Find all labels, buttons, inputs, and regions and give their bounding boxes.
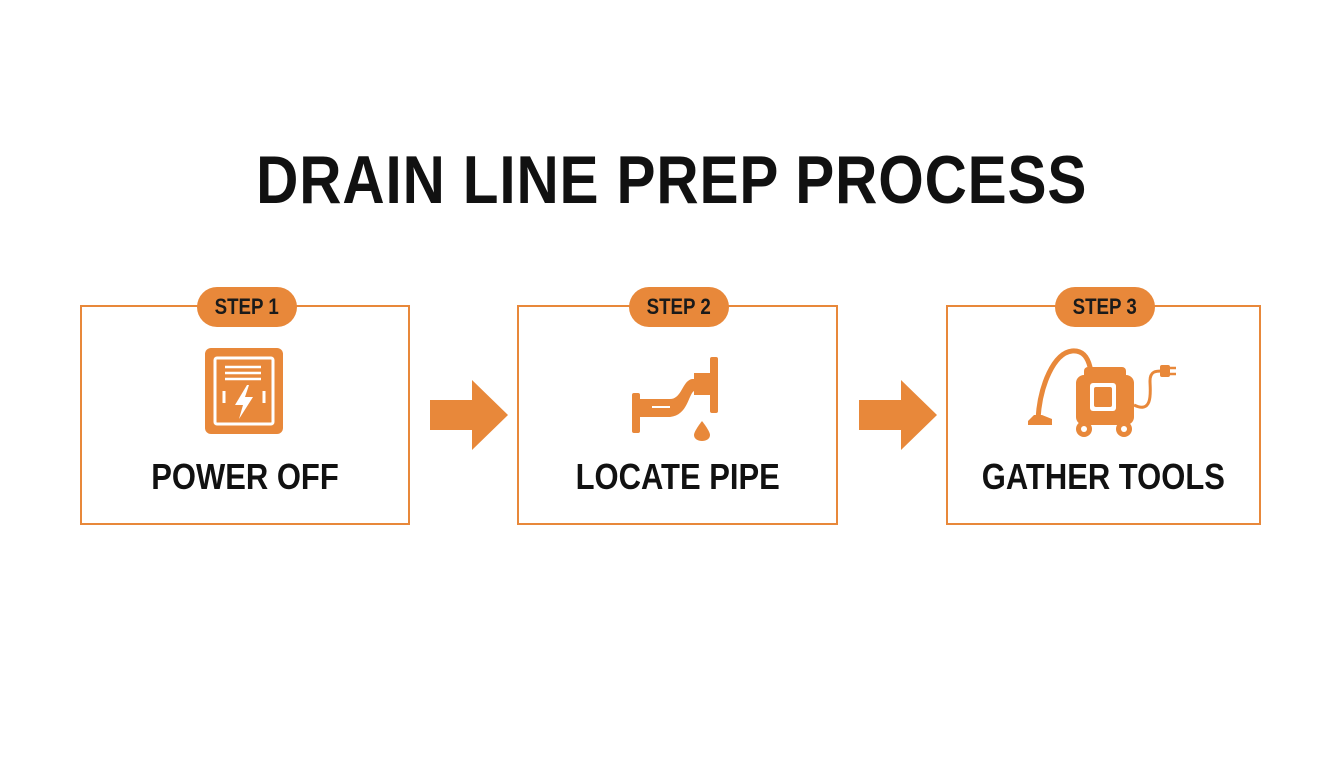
page-title: DRAIN LINE PREP PROCESS: [256, 142, 1088, 218]
step-3-badge-text: STEP 3: [1072, 294, 1138, 319]
step-2-badge: STEP 2: [629, 287, 729, 327]
step-3-label: GATHER TOOLS: [981, 456, 1226, 497]
step-1-card: STEP 1 POWER OFF: [80, 287, 410, 525]
step-1-badge-text: STEP 1: [214, 294, 280, 319]
step-1-badge: STEP 1: [197, 287, 297, 327]
step-2-badge-text: STEP 2: [646, 294, 712, 319]
step-2-label: LOCATE PIPE: [575, 456, 780, 497]
dripping-pipe-icon: [519, 345, 836, 441]
arrow-right-icon: [859, 380, 937, 450]
wet-vacuum-icon: [948, 345, 1259, 441]
electrical-panel-icon: [82, 345, 408, 441]
arrow-right-icon: [430, 380, 508, 450]
step-2-card: STEP 2 LOCATE PIPE: [517, 287, 838, 525]
step-1-label: POWER OFF: [151, 456, 339, 497]
step-3-card: STEP 3 GATHER TOOLS: [946, 287, 1261, 525]
step-3-badge: STEP 3: [1055, 287, 1155, 327]
